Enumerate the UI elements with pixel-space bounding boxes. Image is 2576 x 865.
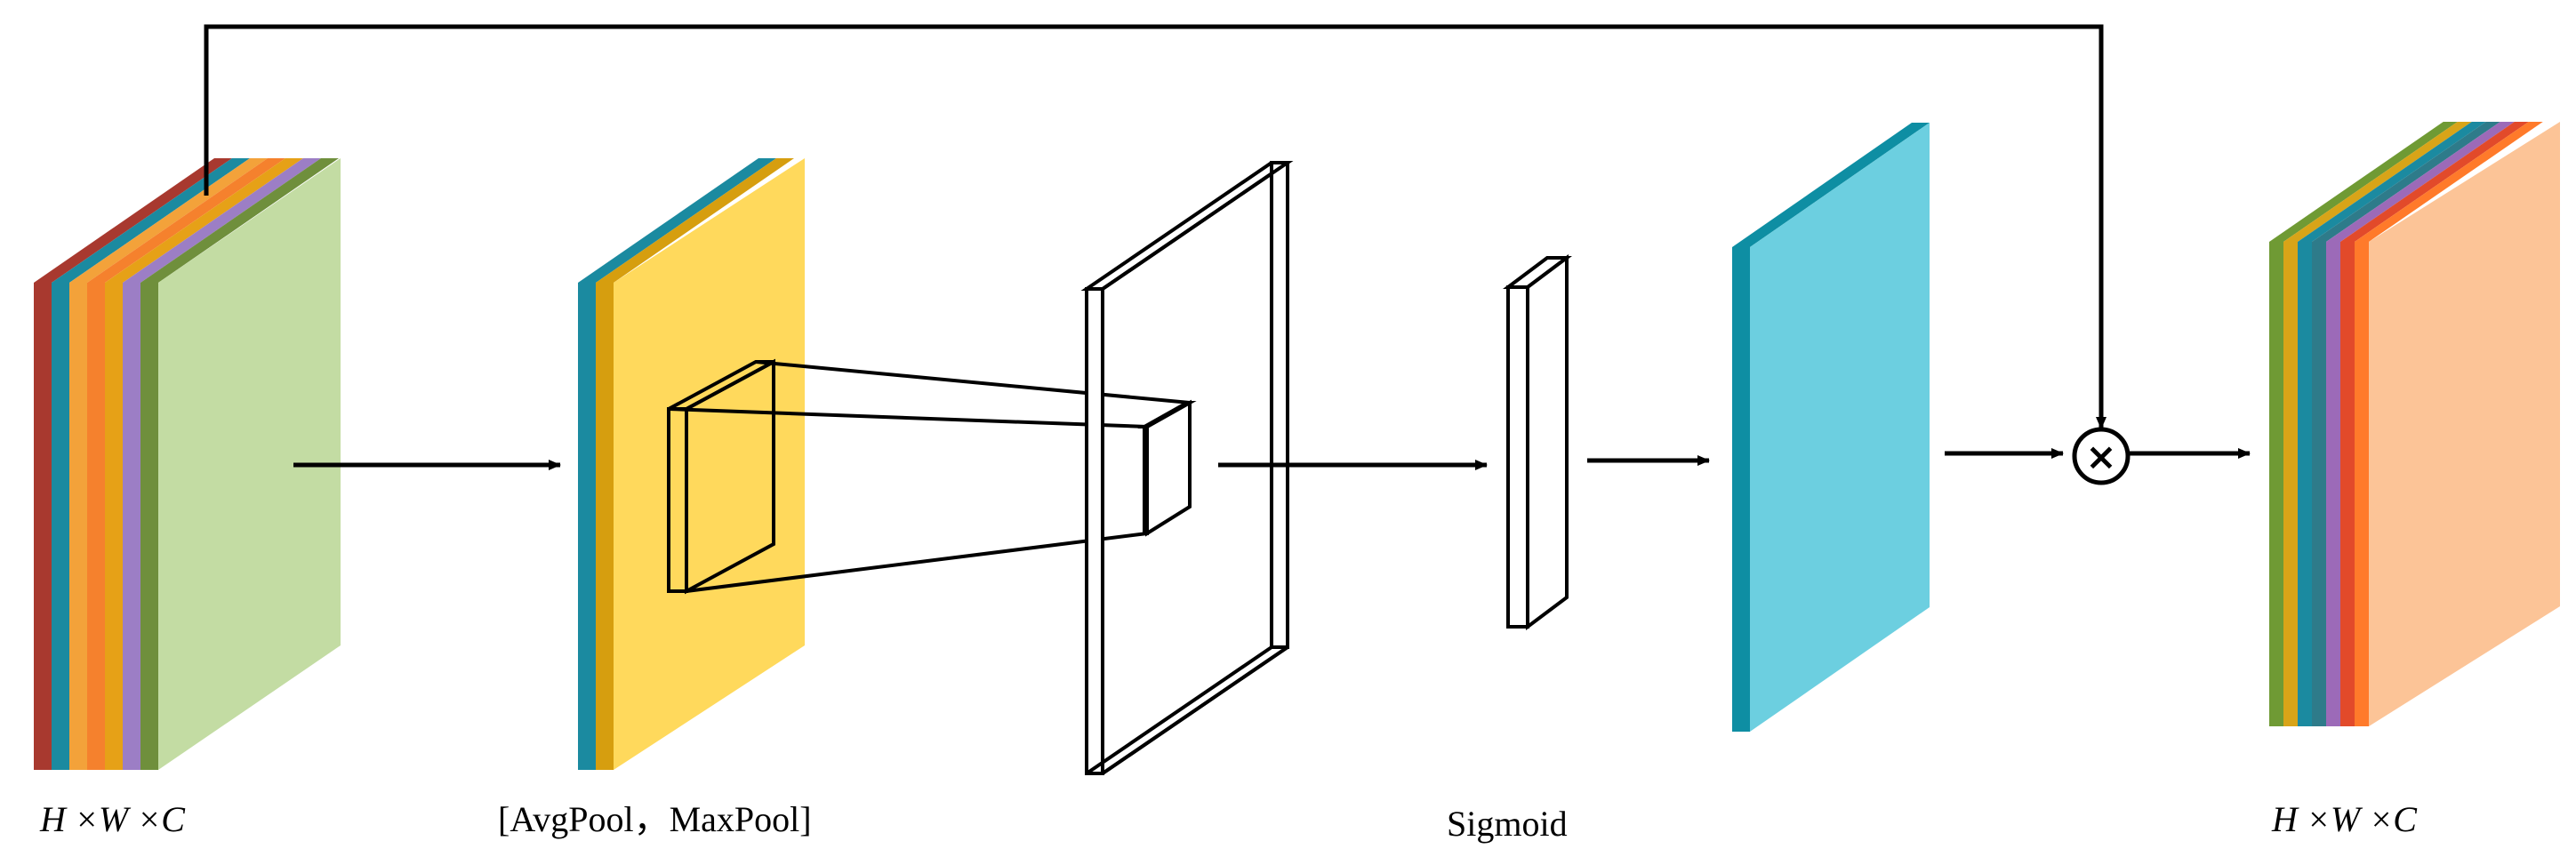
kernel-output-cube: [1137, 399, 1197, 537]
input-map-layer-top-4: [87, 158, 285, 283]
input-map-layer-7: [140, 283, 158, 770]
input-map-layer-top-2: [52, 158, 250, 283]
output-dimensions-label: H ×W ×C: [2271, 799, 2418, 839]
output-feature-map-stack: [2269, 122, 2560, 726]
sigmoid-bar-side: [1526, 254, 1569, 630]
output-map-layer-top-5: [2326, 122, 2515, 242]
output-map-layer-top-6: [2340, 122, 2529, 242]
pooled-map-layer-top-2: [596, 158, 794, 283]
pooled-map-front-face: [614, 158, 805, 770]
output-map-layer-1: [2269, 242, 2283, 726]
input-map-layer-4: [87, 283, 105, 770]
conv-plane-bottom-edge: [1101, 645, 1289, 775]
input-map-front-face: [158, 158, 341, 770]
convolution-output-plane: [1080, 161, 1294, 775]
sigmoid-bar-front: [1506, 285, 1529, 629]
input-map-layer-1: [34, 283, 52, 770]
pooled-map-layer-1: [578, 283, 596, 770]
projection-line-top: [755, 360, 1191, 404]
sigmoid-label: Sigmoid: [1447, 804, 1568, 844]
multiply-operator: ×: [2072, 427, 2131, 485]
input-map-layer-top-3: [69, 158, 268, 283]
skip-connection-line: [204, 24, 2107, 429]
multiply-circle: [2072, 427, 2131, 485]
projection-line-upper: [668, 407, 1148, 428]
input-map-layer-top-7: [140, 158, 339, 283]
spatial-attention-map: [1732, 123, 1930, 732]
kernel-window-side: [685, 358, 775, 595]
input-map-layer-6: [123, 283, 140, 770]
input-map-layer-top-5: [105, 158, 303, 283]
projection-line-bottom: [686, 532, 1148, 593]
pooled-map-layer-top-1: [578, 158, 776, 283]
input-feature-map-stack: [34, 158, 341, 770]
output-map-layer-top-2: [2283, 122, 2472, 242]
pooled-map-layer-2: [596, 283, 614, 770]
conv-plane-front: [1085, 287, 1104, 775]
kernel-cube-top: [1137, 401, 1197, 428]
output-map-layer-4: [2312, 242, 2326, 726]
output-map-layer-2: [2283, 242, 2298, 726]
output-map-layer-top-1: [2269, 122, 2458, 242]
conv-plane-top-edge: [1101, 161, 1289, 291]
input-dimensions-label: H ×W ×C: [39, 799, 186, 839]
input-map-layer-2: [52, 283, 69, 770]
input-map-layer-5: [105, 283, 123, 770]
input-map-layer-top-1: [34, 158, 232, 283]
attention-map-side: [1732, 123, 1930, 247]
output-map-layer-5: [2326, 242, 2340, 726]
input-map-layer-top-6: [123, 158, 321, 283]
conv-plane-back-bottom: [1085, 645, 1273, 775]
multiply-symbol: ×: [2085, 435, 2116, 478]
convolution-kernel-projection: [667, 358, 1191, 595]
output-map-layer-6: [2340, 242, 2355, 726]
attention-map-edge: [1732, 247, 1750, 732]
conv-plane-right: [1270, 161, 1289, 649]
input-map-layer-3: [69, 283, 87, 770]
pooling-label: [AvgPool，MaxPool]: [498, 799, 812, 839]
output-map-front-face: [2369, 122, 2560, 726]
output-map-layer-3: [2298, 242, 2312, 726]
output-map-layer-7: [2355, 242, 2369, 726]
sigmoid-bar: [1503, 254, 1572, 630]
output-map-layer-top-3: [2298, 122, 2486, 242]
attention-map-front: [1750, 123, 1930, 732]
output-map-layer-top-7: [2355, 122, 2543, 242]
pooled-feature-map-stack: [578, 158, 805, 770]
output-map-layer-top-4: [2312, 122, 2500, 242]
